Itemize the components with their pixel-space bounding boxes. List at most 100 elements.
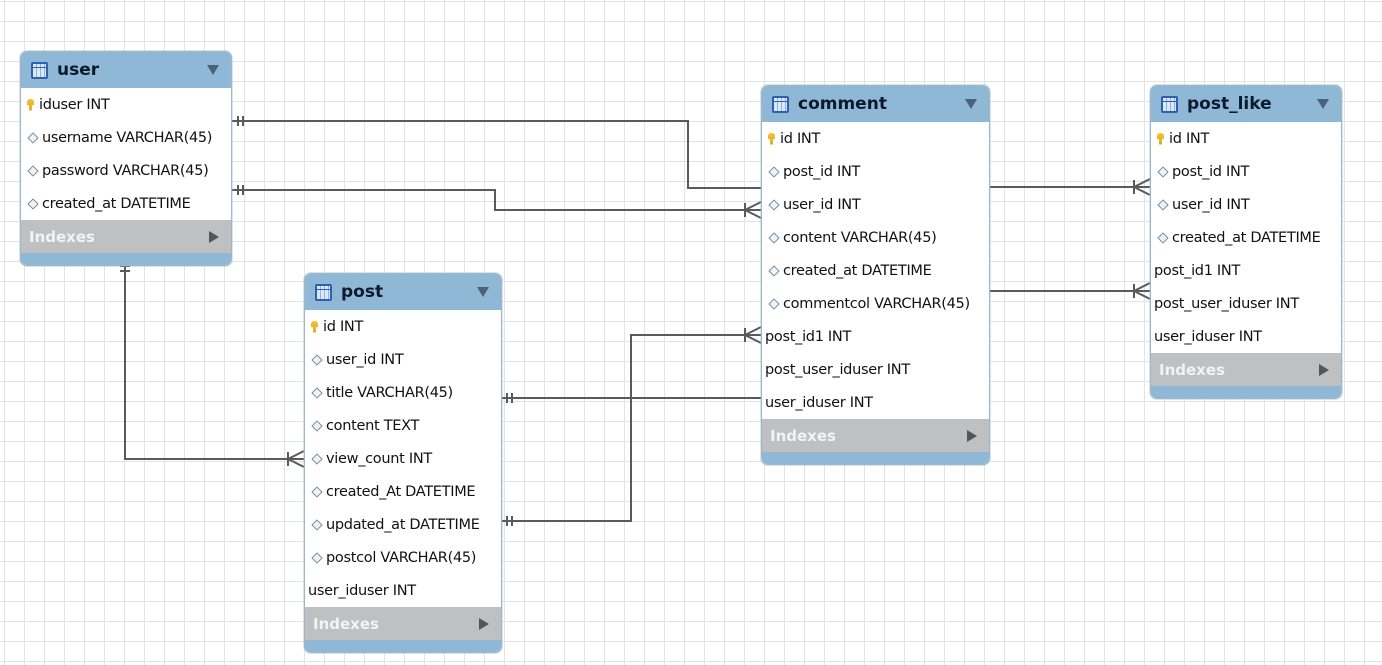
indexes-label: Indexes bbox=[29, 227, 95, 246]
column-row[interactable]: post_id1 INT bbox=[1151, 254, 1341, 287]
entity-header[interactable]: post_like bbox=[1151, 86, 1341, 122]
column-row[interactable]: content TEXT bbox=[305, 409, 501, 442]
column-label: password VARCHAR(45) bbox=[42, 162, 209, 179]
collapse-arrow-icon[interactable] bbox=[477, 287, 489, 297]
table-icon bbox=[772, 95, 789, 113]
expand-arrow-icon[interactable] bbox=[1319, 363, 1329, 376]
relationship-line bbox=[124, 261, 304, 460]
column-label: post_id1 INT bbox=[1154, 262, 1241, 279]
table-icon bbox=[1161, 95, 1178, 113]
column-row[interactable]: id INT bbox=[762, 122, 989, 155]
column-diamond-icon bbox=[768, 264, 780, 277]
entity-footer bbox=[21, 253, 231, 265]
relationship-line bbox=[231, 189, 761, 211]
column-row[interactable]: created_at DATETIME bbox=[21, 187, 231, 220]
column-row[interactable]: user_iduser INT bbox=[305, 574, 501, 607]
column-row[interactable]: updated_at DATETIME bbox=[305, 508, 501, 541]
entity-header[interactable]: user bbox=[21, 52, 231, 88]
column-row[interactable]: user_id INT bbox=[1151, 188, 1341, 221]
cardinality-bar bbox=[287, 450, 305, 460]
expand-arrow-icon[interactable] bbox=[479, 617, 489, 630]
primary-key-icon bbox=[27, 98, 34, 111]
cardinality-bar bbox=[1133, 282, 1151, 292]
column-row[interactable]: user_iduser INT bbox=[1151, 320, 1341, 353]
column-row[interactable]: user_iduser INT bbox=[762, 386, 989, 419]
column-row[interactable]: user_id INT bbox=[762, 188, 989, 221]
column-label: post_id INT bbox=[783, 163, 861, 180]
cardinality-bar bbox=[1133, 186, 1151, 196]
column-row[interactable]: username VARCHAR(45) bbox=[21, 121, 231, 154]
column-label: iduser INT bbox=[39, 96, 110, 113]
relationship-line bbox=[231, 120, 761, 189]
column-label: user_iduser INT bbox=[1154, 328, 1262, 345]
column-label: post_id1 INT bbox=[765, 328, 852, 345]
column-label: id INT bbox=[323, 318, 364, 335]
entity-footer bbox=[762, 452, 989, 464]
column-label: post_user_iduser INT bbox=[765, 361, 910, 378]
column-row[interactable]: post_id INT bbox=[762, 155, 989, 188]
column-row[interactable]: post_id1 INT bbox=[762, 320, 989, 353]
column-diamond-icon bbox=[311, 419, 323, 432]
column-diamond-icon bbox=[768, 231, 780, 244]
column-label: user_iduser INT bbox=[765, 394, 873, 411]
column-row[interactable]: view_count INT bbox=[305, 442, 501, 475]
column-label: created_at DATETIME bbox=[783, 262, 932, 279]
expand-arrow-icon[interactable] bbox=[967, 429, 977, 442]
indexes-bar[interactable]: Indexes bbox=[762, 419, 989, 452]
cardinality-bar bbox=[1133, 178, 1151, 188]
column-diamond-icon bbox=[27, 131, 39, 144]
column-label: id INT bbox=[780, 130, 821, 147]
primary-key-icon bbox=[1157, 132, 1164, 145]
entity-header[interactable]: post bbox=[305, 274, 501, 310]
column-row[interactable]: user_id INT bbox=[305, 343, 501, 376]
column-label: postcol VARCHAR(45) bbox=[326, 549, 477, 566]
column-row[interactable]: title VARCHAR(45) bbox=[305, 376, 501, 409]
column-label: view_count INT bbox=[326, 450, 432, 467]
table-icon bbox=[315, 283, 332, 301]
primary-key-icon bbox=[768, 132, 775, 145]
cardinality-bar bbox=[744, 326, 762, 336]
column-label: user_iduser INT bbox=[308, 582, 416, 599]
column-label: content TEXT bbox=[326, 417, 420, 434]
column-row[interactable]: created_at DATETIME bbox=[1151, 221, 1341, 254]
column-row[interactable]: postcol VARCHAR(45) bbox=[305, 541, 501, 574]
entity-title: comment bbox=[798, 94, 887, 114]
collapse-arrow-icon[interactable] bbox=[1317, 99, 1329, 109]
column-diamond-icon bbox=[311, 386, 323, 399]
column-row[interactable]: id INT bbox=[1151, 122, 1341, 155]
column-row[interactable]: created_At DATETIME bbox=[305, 475, 501, 508]
entity-post-like[interactable]: post_like id INT post_id INT user_id INT cr… bbox=[1150, 85, 1342, 399]
collapse-arrow-icon[interactable] bbox=[207, 65, 219, 75]
column-label: username VARCHAR(45) bbox=[42, 129, 213, 146]
cardinality-bar bbox=[744, 209, 762, 219]
column-row[interactable]: post_user_iduser INT bbox=[762, 353, 989, 386]
expand-arrow-icon[interactable] bbox=[209, 230, 219, 243]
indexes-bar[interactable]: Indexes bbox=[21, 220, 231, 253]
cardinality-bar bbox=[744, 201, 762, 211]
indexes-bar[interactable]: Indexes bbox=[1151, 353, 1341, 386]
column-row[interactable]: commentcol VARCHAR(45) bbox=[762, 287, 989, 320]
entity-footer bbox=[1151, 386, 1341, 398]
column-label: id INT bbox=[1169, 130, 1210, 147]
column-row[interactable]: iduser INT bbox=[21, 88, 231, 121]
indexes-label: Indexes bbox=[313, 614, 379, 633]
indexes-bar[interactable]: Indexes bbox=[305, 607, 501, 640]
collapse-arrow-icon[interactable] bbox=[965, 99, 977, 109]
cardinality-bar bbox=[287, 458, 305, 468]
column-row[interactable]: id INT bbox=[305, 310, 501, 343]
column-row[interactable]: content VARCHAR(45) bbox=[762, 221, 989, 254]
column-label: created_At DATETIME bbox=[326, 483, 476, 500]
column-label: created_at DATETIME bbox=[1172, 229, 1321, 246]
column-row[interactable]: post_user_iduser INT bbox=[1151, 287, 1341, 320]
column-label: user_id INT bbox=[1172, 196, 1250, 213]
indexes-label: Indexes bbox=[1159, 360, 1225, 379]
column-row[interactable]: created_at DATETIME bbox=[762, 254, 989, 287]
entity-header[interactable]: comment bbox=[762, 86, 989, 122]
column-row[interactable]: password VARCHAR(45) bbox=[21, 154, 231, 187]
column-row[interactable]: post_id INT bbox=[1151, 155, 1341, 188]
entity-user[interactable]: user iduser INT username VARCHAR(45) passw… bbox=[20, 51, 232, 266]
column-label: commentcol VARCHAR(45) bbox=[783, 295, 970, 312]
